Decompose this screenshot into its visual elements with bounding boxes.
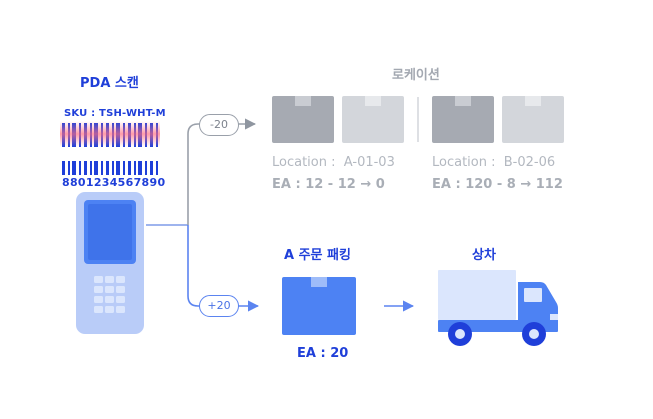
- sku-label: SKU : TSH-WHT-M: [64, 108, 166, 119]
- location-b-label: Location : B-02-06: [432, 155, 555, 170]
- location-a-code: A-01-03: [343, 155, 395, 170]
- inbound-arrow: [187, 225, 260, 312]
- shipping-title: 상차: [472, 248, 496, 263]
- location-b-box-dark: [432, 96, 494, 143]
- location-a-label-text: Location :: [272, 155, 336, 170]
- minus-quantity-badge: -20: [199, 114, 239, 136]
- plus-quantity-badge: +20: [199, 295, 239, 317]
- scan-beam: [60, 121, 160, 147]
- truck-icon: [438, 270, 558, 346]
- location-a-ea: EA : 12 - 12 → 0: [272, 177, 385, 192]
- packing-title: A 주문 패킹: [284, 248, 351, 263]
- pda-device-icon: [76, 192, 144, 334]
- barcode-icon: [60, 121, 160, 175]
- location-section-title: 로케이션: [392, 68, 440, 83]
- location-a-label: Location : A-01-03: [272, 155, 395, 170]
- location-b-label-text: Location :: [432, 155, 496, 170]
- barcode-number: 8801234567890: [62, 176, 166, 189]
- packing-ea: EA : 20: [297, 346, 349, 361]
- location-b-box-light: [502, 96, 564, 143]
- location-a-box-dark: [272, 96, 334, 143]
- location-b-code: B-02-06: [503, 155, 556, 170]
- location-a-box-light: [342, 96, 404, 143]
- pda-scan-title: PDA 스캔: [80, 76, 139, 91]
- packing-box-icon: [282, 277, 356, 335]
- barcode-number-backdrop: [60, 147, 160, 161]
- outbound-arrow: [187, 118, 257, 225]
- location-b-ea: EA : 120 - 8 → 112: [432, 177, 563, 192]
